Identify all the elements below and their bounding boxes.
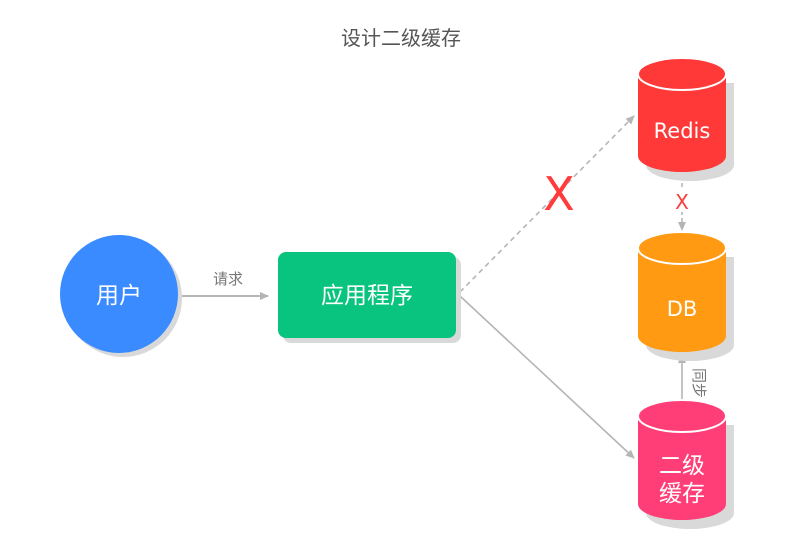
diagram-title: 设计二级缓存 bbox=[341, 26, 461, 50]
user-node: 用户 bbox=[60, 235, 182, 357]
db-node: DB bbox=[637, 231, 734, 361]
edge-user-to-app: 请求 bbox=[182, 270, 269, 300]
l2cache-label-line1: 二级 bbox=[659, 453, 705, 479]
edge-redis-to-db: X bbox=[672, 183, 692, 231]
l2cache-label-line2: 缓存 bbox=[659, 481, 705, 507]
app-node: 应用程序 bbox=[278, 252, 461, 343]
db-label: DB bbox=[667, 297, 698, 321]
blocked-cross-large: X bbox=[543, 167, 575, 221]
l2cache-node: 二级 缓存 bbox=[637, 399, 734, 529]
edge-l2cache-to-db: 同步 bbox=[678, 354, 708, 400]
edge-app-to-redis: X bbox=[459, 115, 635, 293]
redis-node: Redis bbox=[637, 57, 734, 181]
blocked-cross-small: X bbox=[675, 190, 689, 214]
app-label: 应用程序 bbox=[321, 283, 413, 309]
edge-app-to-l2cache bbox=[459, 295, 635, 459]
sync-label: 同步 bbox=[690, 368, 708, 398]
user-label: 用户 bbox=[96, 283, 142, 309]
redis-label: Redis bbox=[654, 119, 711, 143]
request-label: 请求 bbox=[213, 270, 243, 288]
